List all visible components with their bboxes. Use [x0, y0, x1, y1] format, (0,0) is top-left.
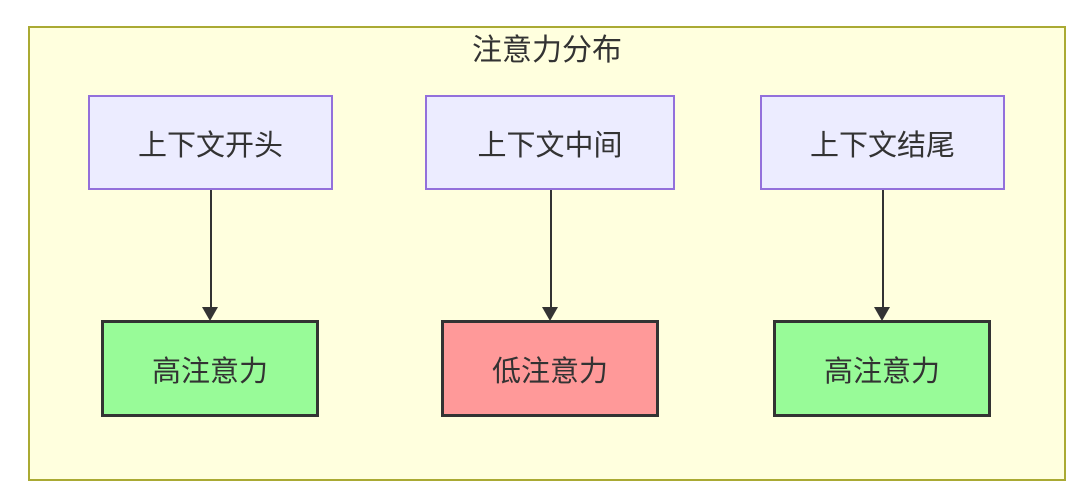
arrow-down-connector	[874, 190, 891, 321]
arrow-line	[209, 190, 212, 309]
diagram-title: 注意力分布	[472, 34, 622, 67]
context-start-node: 上下文开头	[88, 95, 333, 190]
arrow-line	[549, 190, 552, 309]
high-attention-node-start: 高注意力	[101, 320, 319, 417]
arrow-down-connector	[202, 190, 219, 321]
attention-distribution-subgraph: 注意力分布 上下文开头 高注意力 上下文中间 低注意力 上下文结尾 高注意力	[28, 26, 1066, 481]
context-middle-node: 上下文中间	[425, 95, 675, 190]
arrow-line	[881, 190, 884, 309]
context-end-node: 上下文结尾	[760, 95, 1005, 190]
high-attention-node-end: 高注意力	[773, 320, 991, 417]
arrow-down-connector	[542, 190, 559, 321]
arrow-head-icon	[202, 307, 218, 321]
arrow-head-icon	[542, 307, 558, 321]
low-attention-node-middle: 低注意力	[441, 320, 659, 417]
arrow-head-icon	[874, 307, 890, 321]
